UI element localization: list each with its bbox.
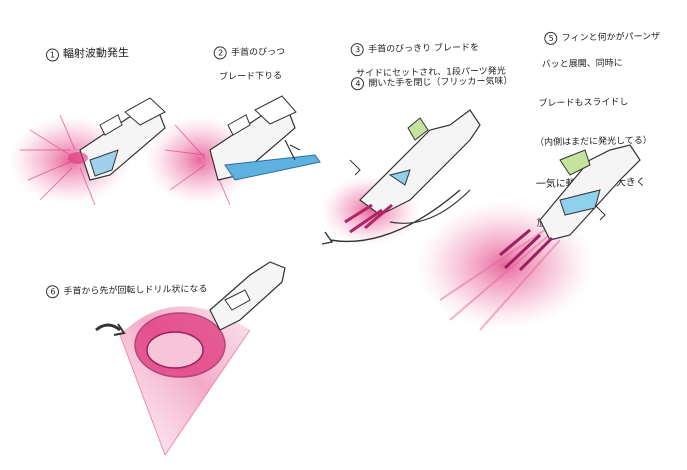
panel-3-4-arm (320, 109, 481, 245)
panel-6-drill (95, 261, 286, 456)
panel-2-arm (145, 95, 321, 206)
panel-5-arm (415, 144, 641, 331)
panel-1-arm (8, 97, 166, 206)
